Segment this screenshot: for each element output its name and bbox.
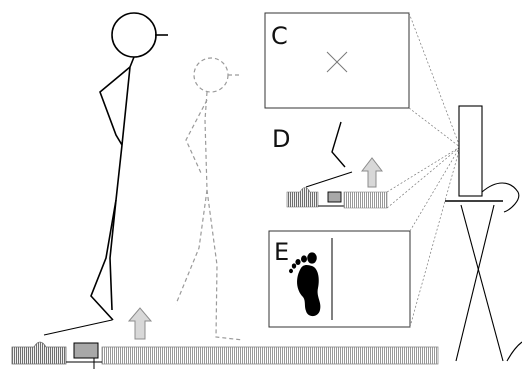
monitor-screen xyxy=(458,105,483,197)
foot-sensor xyxy=(73,342,99,359)
panel-d: D xyxy=(272,121,388,209)
walkway xyxy=(11,307,439,369)
up-arrow-icon xyxy=(127,307,153,340)
solid-figure-front-leg xyxy=(109,199,117,311)
panel-e-label: E xyxy=(274,238,289,266)
panel-c-label: C xyxy=(271,22,288,50)
dashed-figure-torso xyxy=(204,91,208,191)
solid-figure-neck xyxy=(129,56,135,68)
dashed-figure-back-leg xyxy=(175,189,208,305)
fixation-cross-b xyxy=(326,51,348,73)
footprint-icon xyxy=(289,252,321,317)
panel-d-label: D xyxy=(272,125,290,153)
stand-leg-left xyxy=(460,204,504,362)
solid-stick-figure xyxy=(90,12,168,321)
dashed-figure-front-leg xyxy=(206,189,244,341)
solid-figure-torso xyxy=(115,66,131,201)
panel-d-mat xyxy=(343,191,388,209)
dashed-figure-head xyxy=(193,57,229,93)
stand-leg-right xyxy=(455,204,495,362)
panel-d-sensor xyxy=(327,191,342,203)
start-platform xyxy=(11,341,67,365)
panel-d-up-arrow-icon xyxy=(360,157,384,188)
dashed-figure-arm xyxy=(185,99,208,174)
floor-cable xyxy=(506,341,522,362)
panel-d-pointer xyxy=(305,171,353,188)
solid-figure-back-leg xyxy=(90,199,117,321)
solid-figure-head xyxy=(111,12,157,58)
solid-figure-arm xyxy=(99,66,131,146)
monitor-stand xyxy=(445,105,522,362)
panel-d-platform xyxy=(286,187,319,208)
panel-c: C xyxy=(264,12,410,109)
pointer-line xyxy=(43,319,113,336)
panel-e: E xyxy=(268,230,411,328)
walkway-mat xyxy=(101,346,439,365)
monitor-cable xyxy=(481,182,520,213)
dashed-stick-figure xyxy=(175,57,244,341)
projection-lines xyxy=(386,12,461,328)
panel-e-frame xyxy=(268,230,411,328)
panel-c-frame xyxy=(264,12,410,109)
panel-d-leg xyxy=(331,121,346,168)
